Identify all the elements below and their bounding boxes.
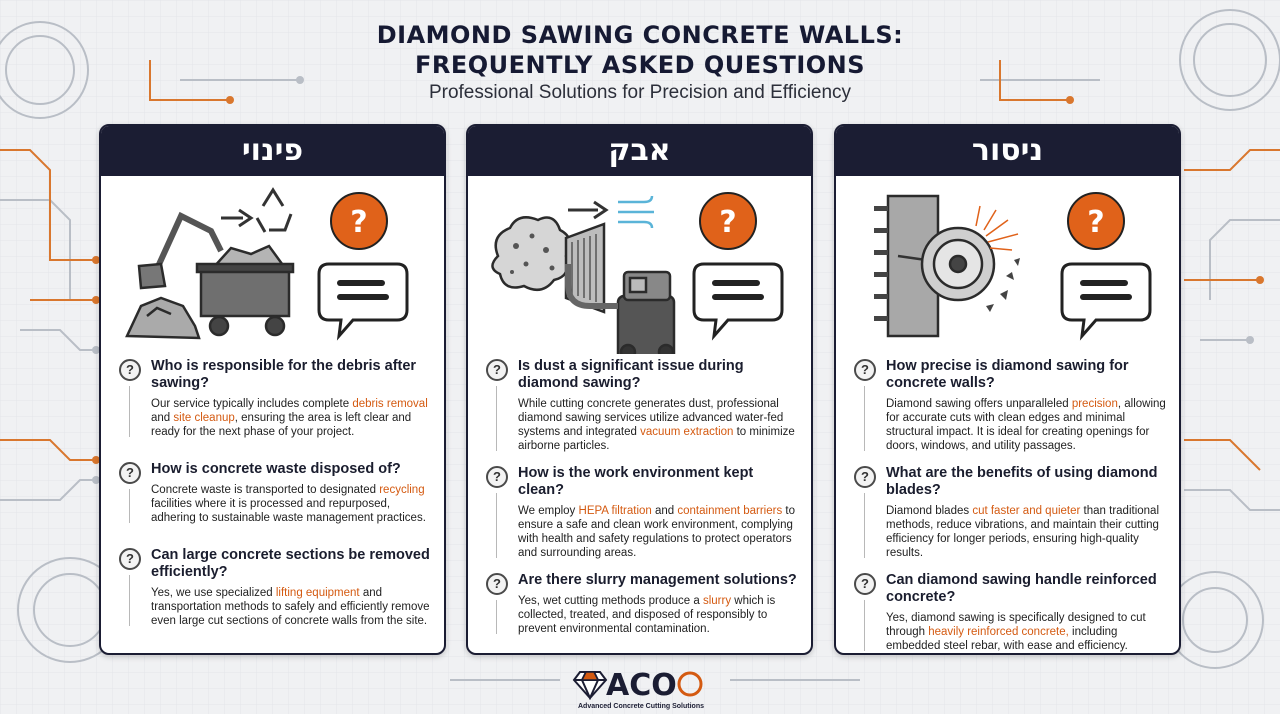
- divider: [129, 386, 130, 437]
- faq-question: Can large concrete sections be removed e…: [151, 547, 430, 580]
- excavator-icon: ?: [125, 187, 409, 341]
- divider: [496, 600, 497, 634]
- highlight: heavily reinforced concrete,: [928, 626, 1069, 638]
- faq-item: ? How precise is diamond sawing for conc…: [850, 358, 1169, 453]
- faq-question: How is concrete waste disposed of?: [151, 461, 401, 477]
- card-title: פינוי: [101, 126, 444, 176]
- highlight: vacuum extraction: [640, 426, 734, 438]
- faq-answer: Yes, diamond sawing is specifically desi…: [886, 612, 1146, 652]
- svg-text:?: ?: [719, 205, 736, 240]
- divider: [864, 493, 865, 558]
- divider: [864, 600, 865, 651]
- question-icon: ?: [854, 466, 876, 488]
- question-icon: ?: [119, 548, 141, 570]
- faq-answer: Diamond sawing offers unparalleled preci…: [886, 398, 1166, 452]
- highlight: recycling: [379, 484, 425, 496]
- divider: [864, 386, 865, 451]
- faq-question: Who is responsible for the debris after …: [151, 358, 417, 391]
- highlight: slurry: [702, 595, 732, 607]
- faq-question: How precise is diamond sawing for concre…: [886, 358, 1129, 391]
- faq-item: ? How is the work environment kept clean…: [482, 465, 801, 560]
- card-sawing: ניסור ?: [834, 124, 1181, 655]
- faq-item: ? Who is responsible for the debris afte…: [115, 358, 434, 439]
- page-title-line2: FREQUENTLY ASKED QUESTIONS: [414, 51, 866, 79]
- faq-question: How is the work environment kept clean?: [518, 465, 754, 498]
- question-icon: ?: [854, 573, 876, 595]
- faq-answer: Concrete waste is transported to designa…: [151, 484, 426, 524]
- highlight: debris removal: [352, 398, 428, 410]
- svg-text:?: ?: [350, 205, 367, 240]
- faq-answer: Diamond blades cut faster and quieter th…: [886, 505, 1159, 559]
- question-bubble-icon: ?: [1060, 192, 1152, 341]
- divider: [129, 489, 130, 523]
- faq-answer: Yes, wet cutting methods produce a slurr…: [518, 595, 776, 635]
- card-debris-removal: פינוי ?: [99, 124, 446, 655]
- faq-question: Can diamond sawing handle reinforced con…: [886, 572, 1157, 605]
- logo-tagline: Advanced Concrete Cutting Solutions: [577, 703, 704, 710]
- highlight: HEPA filtration: [578, 505, 652, 517]
- highlight: containment barriers: [677, 505, 783, 517]
- header: DIAMOND SAWING CONCRETE WALLS: FREQUENTL…: [0, 20, 1280, 104]
- highlight: cut faster and quieter: [972, 505, 1081, 517]
- faq-item: ? Are there slurry management solutions?…: [482, 572, 801, 636]
- dust-extractor-icon: ?: [491, 192, 784, 354]
- illustration-dust-extraction: ?: [468, 176, 811, 354]
- faq-item: ? Can large concrete sections be removed…: [115, 547, 434, 628]
- question-icon: ?: [119, 462, 141, 484]
- illustration-saw: ?: [836, 176, 1179, 354]
- page-subtitle: Professional Solutions for Precision and…: [428, 82, 852, 103]
- faq-question: Are there slurry management solutions?: [518, 572, 797, 588]
- faq-answer: While cutting concrete generates dust, p…: [518, 398, 795, 452]
- divider: [129, 575, 130, 626]
- question-bubble-icon: ?: [692, 192, 784, 341]
- aco-logo-icon: ACO: [572, 668, 703, 703]
- divider: [496, 493, 497, 558]
- highlight: site cleanup: [173, 412, 235, 424]
- card-title: אבק: [468, 126, 811, 176]
- faq-list: ? Who is responsible for the debris afte…: [115, 358, 434, 640]
- faq-question: Is dust a significant issue during diamo…: [518, 358, 744, 391]
- highlight: precision: [1071, 398, 1118, 410]
- question-icon: ?: [486, 573, 508, 595]
- card-title: ניסור: [836, 126, 1179, 176]
- faq-item: ? Can diamond sawing handle reinforced c…: [850, 572, 1169, 653]
- divider: [496, 386, 497, 451]
- question-icon: ?: [854, 359, 876, 381]
- company-logo: ACO Advanced Concrete Cutting Solutions: [566, 664, 716, 712]
- recycle-icon: [255, 187, 293, 233]
- question-icon: ?: [119, 359, 141, 381]
- card-dust: אבק ?: [466, 124, 813, 655]
- illustration-excavator: ?: [101, 176, 444, 354]
- page-title-line1: DIAMOND SAWING CONCRETE WALLS:: [376, 21, 904, 49]
- question-icon: ?: [486, 466, 508, 488]
- diamond-saw-icon: ?: [874, 192, 1152, 341]
- faq-answer: Yes, we use specialized lifting equipmen…: [151, 587, 430, 627]
- faq-list: ? Is dust a significant issue during dia…: [482, 358, 801, 648]
- highlight: lifting equipment: [275, 587, 360, 599]
- svg-text:?: ?: [1087, 205, 1104, 240]
- logo-mark: ACO: [606, 668, 677, 700]
- faq-item: ? How is concrete waste disposed of? Con…: [115, 461, 434, 525]
- faq-item: ? What are the benefits of using diamond…: [850, 465, 1169, 560]
- faq-list: ? How precise is diamond sawing for conc…: [850, 358, 1169, 653]
- question-bubble-icon: ?: [317, 192, 409, 341]
- faq-item: ? Is dust a significant issue during dia…: [482, 358, 801, 453]
- faq-question: What are the benefits of using diamond b…: [886, 465, 1158, 498]
- faq-answer: We employ HEPA filtration and containmen…: [518, 505, 796, 559]
- airflow-icon: [618, 195, 654, 229]
- question-icon: ?: [486, 359, 508, 381]
- faq-answer: Our service typically includes complete …: [151, 398, 428, 438]
